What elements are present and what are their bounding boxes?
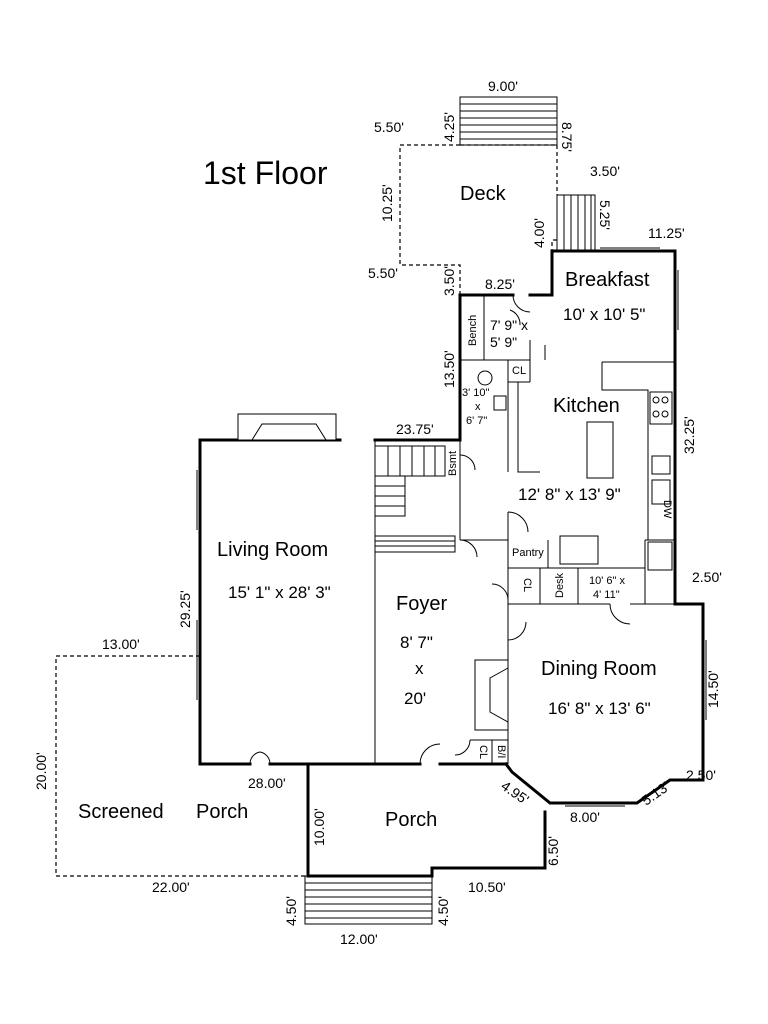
label-dining-room: Dining Room (541, 658, 657, 680)
label-screened: Screened (78, 801, 164, 823)
meas-deck-left: 10.25' (379, 184, 395, 222)
meas-living-left: 29.25' (177, 590, 193, 628)
fireplace-top (237, 413, 337, 441)
label-mudroom-dims-2: 5' 9" (490, 334, 517, 350)
meas-breakfast-top: 11.25' (648, 225, 685, 241)
meas-deck-side-stairs: 5.25' (597, 200, 613, 230)
meas-dining-right: 14.50' (705, 670, 721, 708)
window-marks (196, 247, 707, 807)
label-bath-dims-1: 3' 10" (462, 387, 490, 399)
porch-outline (55, 655, 547, 878)
label-breakfast: Breakfast (565, 269, 650, 291)
label-bath-dims-3: 6' 7" (466, 415, 487, 427)
label-closet-mid: CL (521, 578, 533, 592)
meas-porch-stairs-right: 4.50' (435, 896, 451, 926)
label-foyer-dims-2: x (415, 659, 424, 678)
label-porch: Porch (385, 809, 437, 831)
meas-mudroom-left: 13.50' (441, 350, 457, 388)
bath-fixtures (477, 370, 507, 411)
label-kitchen-dims: 12' 8" x 13' 9" (518, 485, 621, 504)
meas-screened-bottom: 22.00' (152, 879, 190, 895)
plan-title: 1st Floor (203, 155, 328, 191)
meas-deck-stairs-left: 4.25' (441, 112, 457, 142)
label-office-dims-1: 10' 6" x (589, 575, 625, 587)
label-office-dims-2: 4' 11" (593, 589, 620, 601)
meas-screened-left: 20.00' (33, 752, 49, 790)
meas-deck-inner: 4.00' (531, 218, 547, 248)
meas-mudroom-top: 8.25' (485, 276, 515, 292)
label-basement: Bsmt (447, 451, 459, 476)
label-foyer-dims-1: 8' 7" (400, 633, 433, 652)
label-bench: Bench (467, 315, 479, 346)
meas-living-bottom: 28.00' (248, 775, 286, 791)
label-screened-porch: Porch (196, 801, 248, 823)
label-foyer-dims-3: 20' (404, 689, 426, 708)
meas-dining-bay-left: 4.95' (498, 777, 532, 807)
label-deck: Deck (460, 183, 507, 205)
label-living-room-dims: 15' 1" x 28' 3" (228, 583, 331, 602)
meas-porch-bottom-right: 10.50' (468, 879, 506, 895)
label-closet-upper: CL (512, 365, 526, 377)
meas-dining-step: 2.50' (692, 569, 722, 585)
label-mudroom-dims-1: 7' 9" x (490, 317, 528, 333)
meas-deck-stairs-width: 9.00' (488, 78, 518, 94)
meas-porch-left: 10.00' (311, 808, 327, 846)
label-built-in: B/I (495, 745, 507, 758)
meas-porch-right: 6.50' (545, 836, 561, 866)
label-bath-dims-2: x (475, 401, 481, 413)
label-kitchen: Kitchen (553, 395, 620, 417)
interior-walls (374, 295, 675, 764)
meas-deck-bottom-left: 5.50' (368, 265, 398, 281)
label-desk: Desk (554, 572, 566, 598)
fireplace-dining (474, 659, 509, 731)
meas-porch-stairs-left: 4.50' (283, 896, 299, 926)
meas-porch-stairs-width: 12.00' (340, 931, 378, 947)
deck-stairs-top (459, 96, 558, 146)
door-swings (249, 294, 631, 765)
meas-screened-top: 13.00' (102, 636, 140, 652)
deck-stairs-side (556, 194, 596, 252)
label-closet-low: CL (477, 745, 489, 759)
label-pantry: Pantry (512, 547, 544, 559)
meas-deck-top-left: 5.50' (374, 119, 404, 135)
label-living-room: Living Room (217, 539, 328, 561)
exterior-walls (198, 249, 705, 805)
label-breakfast-dims: 10' x 10' 5" (563, 305, 645, 324)
label-dining-room-dims: 16' 8" x 13' 6" (548, 699, 651, 718)
staircase (374, 445, 456, 553)
label-dishwasher: DW (661, 500, 673, 519)
meas-deck-step-right: 3.50' (590, 163, 620, 179)
label-foyer: Foyer (396, 593, 447, 615)
meas-living-top: 23.75' (396, 421, 434, 437)
kitchen-fixtures (517, 361, 675, 571)
porch-stairs (304, 875, 433, 925)
meas-deck-step-left: 3.50' (441, 266, 457, 296)
meas-dining-bay-bottom: 8.00' (570, 809, 600, 825)
meas-dining-bottom-right: 2.50' (686, 767, 716, 783)
meas-kitchen-right: 32.25' (681, 416, 697, 454)
meas-deck-right: 8.75' (559, 122, 575, 152)
